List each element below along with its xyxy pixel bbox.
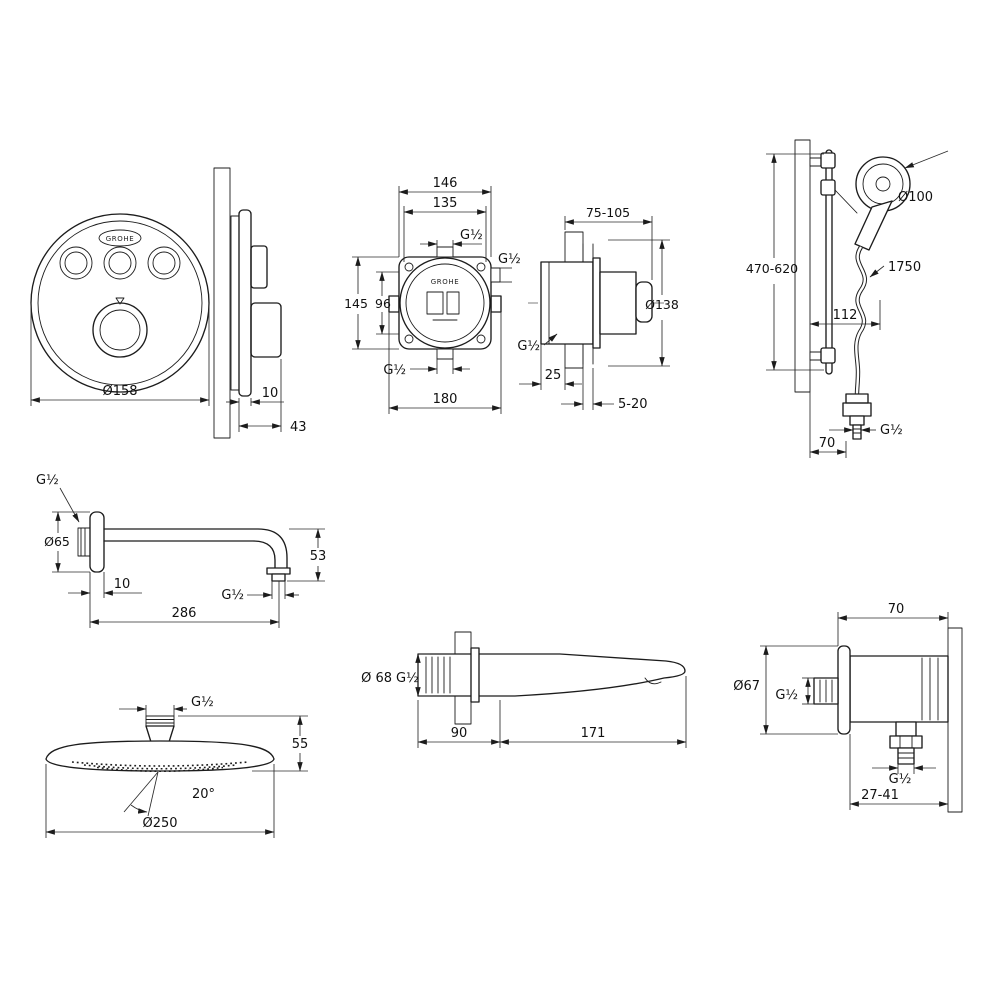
- thermostat-dial: [92, 297, 148, 358]
- dim-roughin-width-inner: 135: [403, 196, 487, 262]
- dim-arm-reach: 286: [89, 581, 280, 628]
- dim-thread-right: G½: [498, 252, 521, 283]
- dim-union-thread-front: G½: [775, 677, 814, 705]
- dim-roughin-height-inner: 96: [375, 271, 399, 335]
- dim-total-depth: 43: [238, 359, 307, 435]
- dim-label-min-trim-dia: Ø138: [645, 297, 679, 312]
- dim-union-flange-diameter: Ø67: [733, 645, 838, 735]
- dim-head-height: 55: [178, 715, 309, 772]
- dim-label-hand-shower-dia: Ø100: [898, 190, 933, 205]
- dim-finish-range: 5-20: [561, 368, 648, 412]
- dim-hose-length: 1750: [869, 260, 921, 278]
- dim-label-finish-range: 5-20: [618, 397, 648, 412]
- dim-label-height-outer: 145: [344, 296, 368, 311]
- dim-arm-wall-thread: G½: [36, 473, 80, 523]
- dim-label-arm-wall-thread: G½: [36, 473, 59, 488]
- head-shower-view: G½ 55 20° Ø250: [45, 695, 309, 838]
- wall-union-view: 70 Ø67 G½ G½ 27-41: [733, 602, 963, 813]
- bath-spout-view: Ø 68 G½ 90 171: [361, 631, 687, 748]
- dim-label-spray-angle: 20°: [192, 787, 215, 802]
- dim-hand-shower-diameter: Ø100: [898, 150, 949, 205]
- dim-flange-depth: 10: [68, 572, 142, 628]
- dim-holder-reach: 112: [809, 300, 881, 330]
- dim-label-head-height: 55: [292, 737, 309, 752]
- dim-label-spout-reach: 171: [581, 726, 606, 741]
- dim-label-holder-reach: 112: [833, 308, 858, 323]
- dim-label-hose-length: 1750: [888, 260, 921, 275]
- dim-label-union-flange-dia: Ø67: [733, 679, 760, 694]
- dim-flange-diameter: Ø65: [44, 511, 90, 573]
- dim-arm-drop: 53: [287, 528, 327, 582]
- dim-spout-diameter: Ø 68 G½: [361, 653, 430, 697]
- hose-outlet-part: [842, 393, 872, 440]
- dim-label-thread-top: G½: [460, 228, 483, 243]
- dim-label-rail-outlet-thread: G½: [880, 423, 903, 438]
- dim-box-offset: 25: [519, 344, 582, 390]
- dim-label-spout-diameter: Ø 68: [361, 671, 392, 686]
- dim-label-install-depth: 75-105: [586, 205, 630, 220]
- dim-label-roughin-side-thread: G½: [517, 339, 540, 354]
- dim-roughin-width-overall: 180: [388, 312, 502, 414]
- dim-label-flange-depth: 10: [114, 577, 131, 592]
- dim-outlet-offset: 70: [809, 392, 847, 458]
- dim-head-thread: G½: [119, 695, 214, 716]
- dim-label-arm-drop: 53: [310, 549, 327, 564]
- rough-in-front-view: GROHE 146 135 G½ G½ 145 96: [344, 176, 521, 414]
- dim-label-height-inner: 96: [375, 296, 391, 311]
- dim-spray-angle: 20°: [123, 771, 215, 817]
- dim-arm-outlet-thread: G½: [221, 581, 299, 603]
- dim-label-spout-thread: G½: [396, 671, 419, 686]
- brand-logo-roughin: GROHE: [431, 278, 459, 286]
- trim-front-view: GROHE Ø158: [30, 213, 210, 406]
- dim-label-rail-length: 470-620: [746, 261, 798, 276]
- dim-min-trim-diameter: Ø138: [608, 239, 679, 367]
- union-bottom-outlet: [889, 721, 923, 765]
- dim-label-arm-outlet-thread: G½: [221, 588, 244, 603]
- dim-label-head-thread: G½: [191, 695, 214, 710]
- dim-label-union-depth: 70: [888, 602, 905, 617]
- shower-arm-view: G½ Ø65 10 53 G½ 286: [36, 473, 326, 628]
- dim-label-width-inner: 135: [433, 196, 458, 211]
- dim-roughin-width-outer: 146: [398, 176, 492, 257]
- dim-spout-reach: 171: [499, 676, 687, 748]
- dim-label-thread-right: G½: [498, 252, 521, 267]
- dim-label-width-outer: 146: [433, 176, 458, 191]
- dim-label-spout-depth: 90: [451, 726, 468, 741]
- dim-rail-length: 470-620: [746, 153, 824, 371]
- dim-label-head-diameter: Ø250: [142, 816, 177, 831]
- dim-head-diameter: Ø250: [45, 764, 275, 838]
- dim-outlet-thread: G½: [829, 423, 903, 438]
- dim-union-depth: 70: [837, 602, 949, 646]
- rough-in-side-view: 75-105 Ø138 G½ 25 5-20: [517, 205, 679, 412]
- dim-label-outlet-offset: 70: [819, 436, 836, 451]
- dim-label-thread-bottom: G½: [383, 363, 406, 378]
- dim-thread-top: G½: [420, 228, 483, 247]
- hand-shower: [854, 156, 911, 251]
- brand-logo-trim: GROHE: [106, 235, 134, 243]
- dim-install-depth: 75-105: [564, 205, 653, 280]
- dim-label-width-overall: 180: [433, 392, 458, 407]
- dim-roughin-height-outer: 145: [344, 256, 399, 350]
- dim-union-clamp-range: 27-41: [849, 734, 949, 812]
- dim-label-trim-diameter: Ø158: [102, 384, 137, 399]
- dim-thread-bottom: G½: [383, 359, 470, 378]
- dim-label-union-clamp-range: 27-41: [861, 788, 899, 803]
- smartcontrol-buttons: [59, 246, 181, 280]
- dim-plate-depth: 10: [226, 386, 284, 432]
- shower-hose: [854, 245, 868, 395]
- dim-roughin-side-thread: G½: [517, 333, 558, 354]
- dim-trim-diameter: Ø158: [30, 303, 210, 406]
- dim-label-arm-reach: 286: [172, 606, 197, 621]
- dim-label-union-thread-front: G½: [775, 688, 798, 703]
- dim-label-union-thread-bottom: G½: [889, 772, 912, 787]
- dim-label-box-offset: 25: [545, 368, 562, 383]
- trim-side-view: 10 43: [213, 167, 307, 439]
- dim-label-flange-dia: Ø65: [44, 534, 70, 549]
- shower-rail-view: Ø100 470-620 1750 112 G½ 70: [746, 139, 949, 458]
- dim-label-total-depth: 43: [290, 420, 307, 435]
- dim-label-plate-depth: 10: [262, 386, 279, 401]
- dim-union-thread-bottom: G½: [872, 764, 936, 787]
- dim-spout-depth: 90: [417, 700, 501, 748]
